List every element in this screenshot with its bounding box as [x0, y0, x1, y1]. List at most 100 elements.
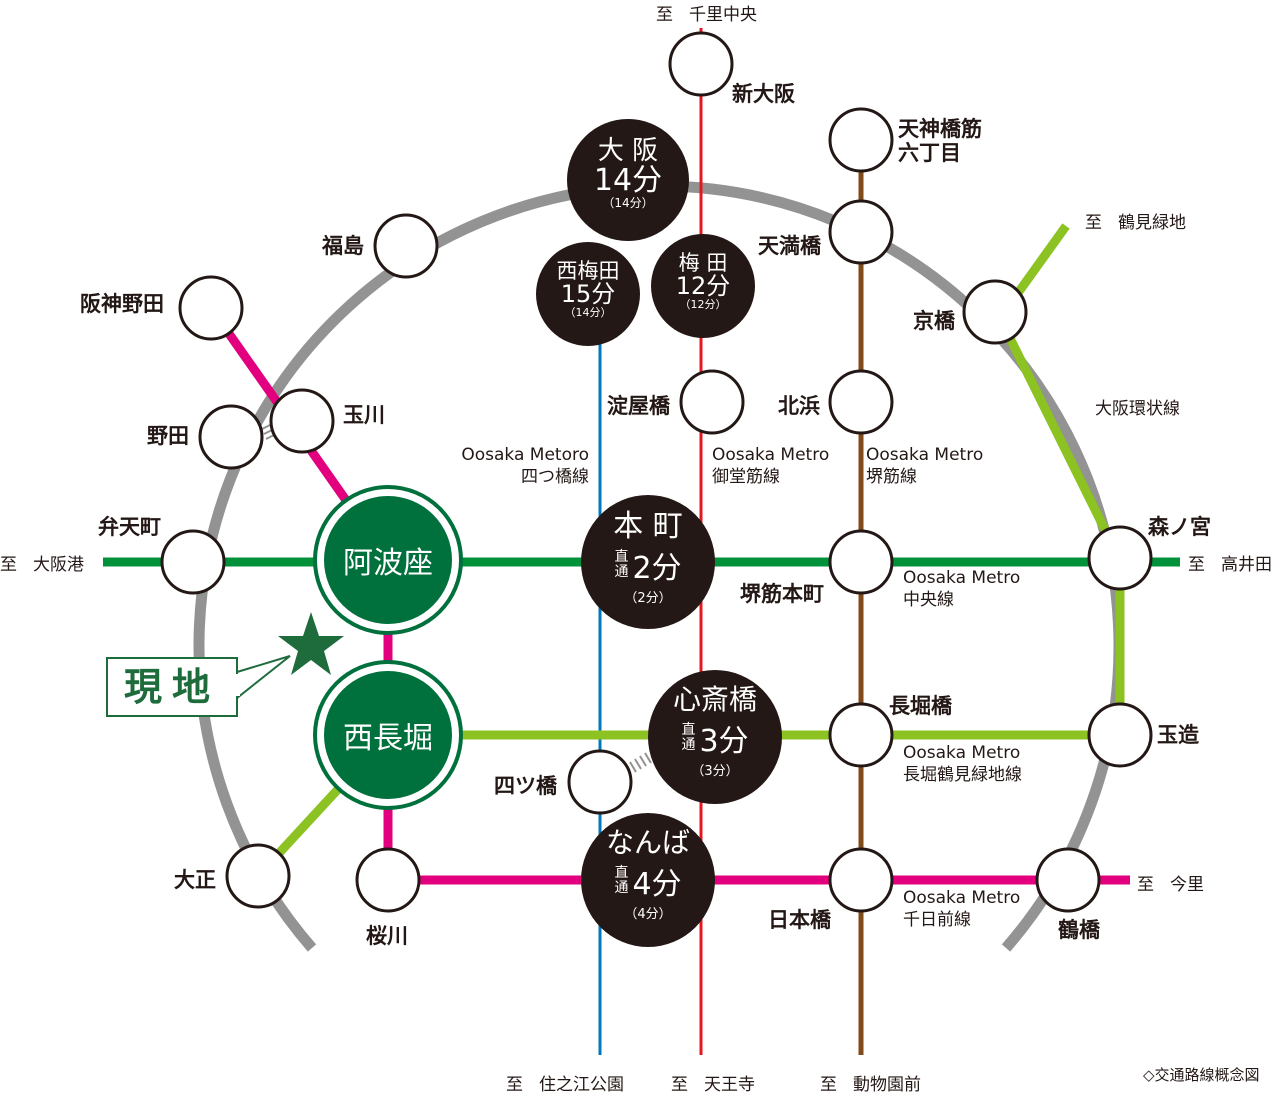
dest-takaida: 至高井田 [1188, 555, 1272, 575]
line-label-yotsubashi: Oosaka Metoro 四つ橋線 [456, 444, 589, 488]
station-yotsubashi [567, 749, 633, 815]
station-kitahama [828, 369, 894, 435]
label-hanshin-noda: 阪神野田 [80, 292, 164, 316]
site-label: 現地 [106, 657, 238, 717]
honmachi-station-text: 本 町 直通 2分 （2分） [581, 510, 715, 606]
line-label-nagahori-1: Oosaka Metro [903, 743, 1021, 763]
shinsaibashi-station-text: 心斎橋 直通 3分 （3分） [648, 683, 782, 779]
line-label-nagahori-2: 長堀鶴見緑地線 [903, 765, 1022, 786]
umeda-sub: （12分） [679, 298, 727, 312]
nishiumeda-sub: （14分） [564, 306, 612, 320]
label-kitahama: 北浜 [778, 394, 820, 418]
line-label-yotsubashi-2: 四つ橋線 [521, 467, 589, 488]
station-honmachi [581, 495, 715, 629]
line-label-sennichimae-1: Oosaka Metro [903, 888, 1021, 908]
station-kyobashi [962, 279, 1028, 345]
diagram-note: ◇交通路線概念図 [1143, 1066, 1260, 1084]
honmachi-direct: 直通 [614, 549, 629, 580]
label-sakuragawa: 桜川 [366, 924, 408, 948]
osaka-name: 大 阪 [597, 136, 659, 166]
shinsaibashi-sub: （3分） [691, 763, 739, 779]
namba-sub: （4分） [624, 906, 672, 922]
nishinagahori-name: 西長堀 [343, 721, 433, 756]
station-awaza [324, 496, 452, 624]
station-sakuragawa [355, 847, 421, 913]
site-callout-pointer [236, 655, 291, 701]
station-tsuruhashi [1035, 847, 1101, 913]
dest-imazato: 至今里 [1137, 875, 1204, 895]
station-hanshin-noda [178, 275, 244, 341]
shinsaibashi-direct: 直通 [681, 722, 696, 753]
dest-tennoji: 至天王寺 [671, 1075, 755, 1095]
transfer-walkway-noda [261, 424, 275, 440]
shinsaibashi-time: 3分 [699, 723, 749, 759]
dest-senri: 至千里中央 [656, 5, 757, 25]
dest-suminoe: 至住之江公園 [506, 1075, 624, 1095]
label-tenjinbashisuji-2: 六丁目 [898, 141, 961, 166]
line-label-yotsubashi-1: Oosaka Metoro [461, 445, 589, 465]
label-tenjinbashisuji-1: 天神橋筋 [898, 117, 982, 141]
station-tenma [828, 199, 894, 265]
line-label-nagahori: Oosaka Metro 長堀鶴見緑地線 [903, 742, 1022, 786]
line-label-sakaisuji-1: Oosaka Metro [866, 445, 984, 465]
label-tenma: 天満橋 [758, 234, 821, 258]
station-tamagawa [269, 388, 335, 454]
station-namba [581, 813, 715, 947]
site-star-icon [278, 612, 344, 675]
line-label-chuo-1: Oosaka Metro [903, 568, 1021, 588]
label-yodoyabashi: 淀屋橋 [607, 394, 670, 418]
umeda-name: 梅 田 [678, 251, 728, 275]
line-label-sakaisuji: Oosaka Metro 堺筋線 [866, 444, 983, 488]
label-morinomiya: 森ノ宮 [1148, 515, 1211, 539]
dest-osakako: 至大阪港 [0, 555, 84, 575]
label-bentencho: 弁天町 [98, 515, 161, 539]
nishiumeda-time: 15分 [560, 280, 616, 309]
callout-joint [236, 674, 240, 696]
honmachi-sub: （2分） [624, 591, 672, 606]
umeda-time: 12分 [675, 272, 731, 301]
station-morinomiya [1087, 525, 1153, 591]
station-tamatsukuri [1087, 702, 1153, 768]
station-sakaisuji-honmachi [828, 529, 894, 595]
label-nipponbashi: 日本橋 [768, 908, 831, 932]
namba-name: なんば [605, 826, 690, 859]
namba-time: 4分 [632, 866, 682, 902]
line-label-midosuji: Oosaka Metro 御堂筋線 [712, 444, 829, 488]
label-tenjinbashisuji: 天神橋筋 六丁目 [898, 117, 982, 165]
station-nishinagahori [324, 671, 452, 799]
label-tsuruhashi: 鶴橋 [1058, 918, 1100, 942]
nishiumeda-station-text: 西梅田 15分 （14分） [536, 260, 640, 319]
station-shin-osaka [668, 31, 734, 97]
station-tenjinbashisuji [828, 107, 894, 173]
line-label-midosuji-2: 御堂筋線 [712, 467, 780, 488]
station-nagahoribashi [828, 702, 894, 768]
station-nishiumeda [536, 242, 640, 346]
station-shinsaibashi [648, 670, 782, 804]
label-shin-osaka: 新大阪 [732, 82, 795, 106]
station-osaka [567, 119, 689, 241]
label-yotsubashi: 四ツ橋 [494, 774, 557, 798]
station-taisho [225, 843, 291, 909]
line-label-chuo: Oosaka Metro 中央線 [903, 567, 1020, 611]
label-tamatsukuri: 玉造 [1157, 723, 1199, 747]
transfer-walkway-yotsubashi [629, 752, 652, 773]
namba-station-text: なんば 直通 4分 （4分） [581, 826, 715, 922]
umeda-station-text: 梅 田 12分 （12分） [651, 252, 755, 311]
namba-direct: 直通 [614, 865, 629, 896]
label-noda: 野田 [147, 424, 189, 448]
shinsaibashi-name: 心斎橋 [672, 683, 757, 716]
line-label-sennichimae: Oosaka Metro 千日前線 [903, 887, 1020, 931]
dest-dobutsuen: 至動物園前 [820, 1075, 921, 1095]
nishiumeda-name: 西梅田 [556, 259, 620, 283]
line-label-midosuji-1: Oosaka Metro [712, 445, 830, 465]
osaka-station-text: 大 阪 14分 （14分） [567, 136, 689, 209]
osaka-time: 14分 [593, 163, 663, 199]
station-umeda [651, 234, 755, 338]
label-fukushima: 福島 [322, 234, 364, 258]
line-label-sakaisuji-2: 堺筋線 [866, 467, 917, 488]
station-fukushima [373, 213, 439, 279]
honmachi-time: 2分 [632, 551, 682, 586]
station-nipponbashi [828, 847, 894, 913]
awaza-name: 阿波座 [343, 546, 433, 581]
